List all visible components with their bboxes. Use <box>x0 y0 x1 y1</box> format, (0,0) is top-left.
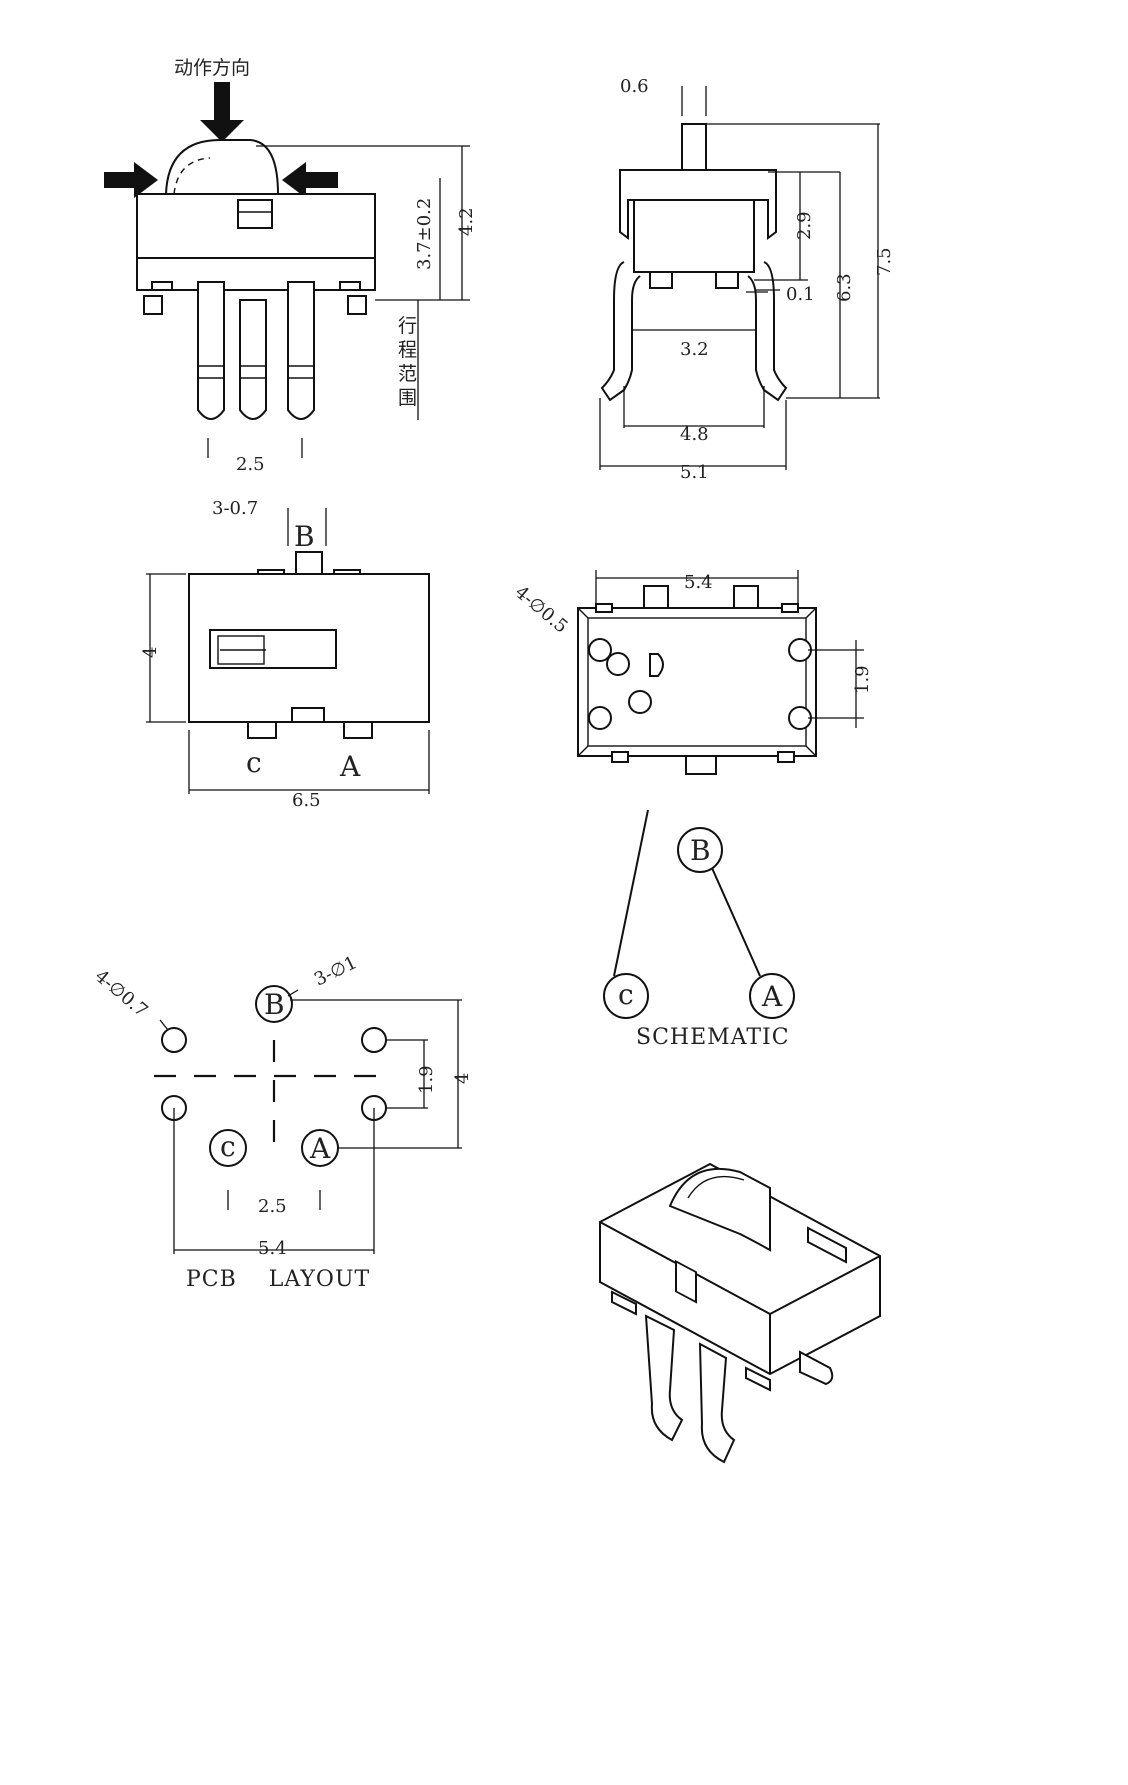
dim-pin-holes-value: 3-∅1 <box>311 952 360 990</box>
stroke-range-label: 行 程 范 围 <box>398 315 417 409</box>
top-pin-a-label: A <box>339 750 361 783</box>
dim-height-value: 4 <box>140 647 161 658</box>
pcb-pin-c-label: c <box>220 1130 236 1163</box>
dim-feet-outer-value: 5.1 <box>680 462 709 483</box>
bottom-view: 4-∅0.5 5.4 <box>511 570 873 775</box>
schematic-pin-c-label: c <box>618 978 634 1011</box>
side-view: 0.6 <box>599 76 895 483</box>
dim-height-value: 4 <box>452 1073 473 1084</box>
dim-feet-inner-value: 4.8 <box>680 424 709 445</box>
dim-upper-value: 2.9 <box>794 211 815 240</box>
top-view: 3-0.7 B c A 4 6.5 <box>140 498 430 811</box>
stroke-range-char-2: 程 <box>398 339 417 361</box>
dim-gap-value: 0.1 <box>786 284 815 305</box>
bottom-body <box>577 570 817 775</box>
front-dimensions <box>207 145 470 458</box>
dim-body-value: 6.3 <box>834 273 855 302</box>
dim-mount-holes-value: 4-∅0.7 <box>91 966 152 1022</box>
pcb-centerlines <box>154 1040 390 1160</box>
dim-row-pitch-value: 1.9 <box>416 1065 437 1094</box>
pcb-layout-caption: PCB LAYOUT <box>186 1267 370 1292</box>
dim-width-value: 6.5 <box>292 790 321 811</box>
isometric-view <box>599 1162 881 1464</box>
dim-width-value: 5.4 <box>684 572 713 593</box>
dim-pin-pitch-value: 2.5 <box>236 454 265 475</box>
dim-width-value: 5.4 <box>258 1238 287 1259</box>
front-pins <box>197 281 315 420</box>
front-body <box>136 139 376 315</box>
dim-stroke-value: 3.7±0.2 <box>414 198 435 270</box>
top-body <box>188 551 430 739</box>
side-dimensions <box>599 123 880 470</box>
schematic-pin-a-label: A <box>761 980 783 1013</box>
top-dimensions <box>146 573 430 794</box>
schematic: B c A SCHEMATIC <box>603 809 795 1050</box>
front-view: 动作方向 <box>104 57 477 475</box>
pcb-pin-b-label: B <box>264 988 285 1021</box>
dim-height-value: 4.2 <box>456 207 477 236</box>
schematic-caption: SCHEMATIC <box>636 1025 790 1050</box>
bottom-dimensions <box>808 640 864 728</box>
schematic-pin-b-label: B <box>690 834 711 867</box>
dim-holes-value: 4-∅0.5 <box>511 582 572 638</box>
dim-pin-pitch-value: 2.5 <box>258 1196 287 1217</box>
dim-hole-pitch-value: 1.9 <box>852 665 873 694</box>
dim-inner-value: 3.2 <box>680 339 709 360</box>
stroke-range-char-4: 围 <box>398 387 417 409</box>
action-arrows <box>104 82 338 198</box>
side-body <box>600 86 788 402</box>
top-pin-c-label: c <box>246 746 262 779</box>
dim-actuator-width-value: 0.6 <box>620 76 649 97</box>
dim-pin-width-value: 3-0.7 <box>212 498 258 519</box>
top-pin-b-label: B <box>294 520 315 553</box>
stroke-range-char-1: 行 <box>398 315 417 337</box>
dim-total-value: 7.5 <box>874 247 895 276</box>
action-direction-label: 动作方向 <box>174 57 250 79</box>
stroke-range-char-3: 范 <box>398 363 417 385</box>
pcb-pin-a-label: A <box>309 1132 331 1165</box>
pcb-dimensions <box>159 989 462 1254</box>
pcb-layout: 4-∅0.7 3-∅1 B c A <box>91 952 473 1292</box>
